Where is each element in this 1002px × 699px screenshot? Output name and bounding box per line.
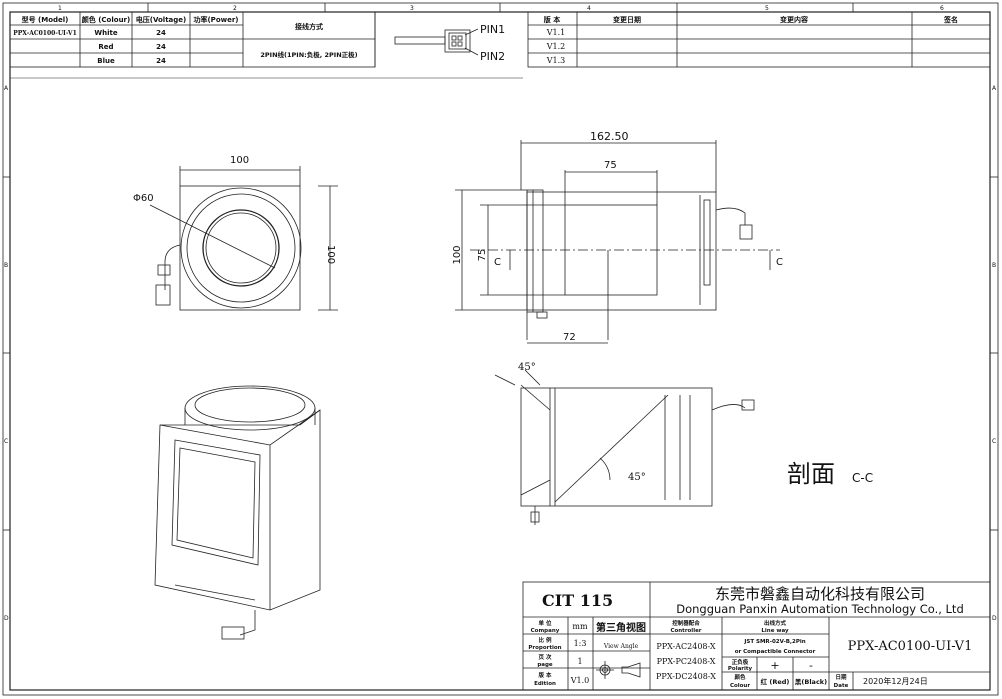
- wiring-text: 2PIN线(1PIN:负极, 2PIN正极): [260, 50, 357, 59]
- company-en: Dongguan Panxin Automation Technology Co…: [676, 602, 964, 616]
- zone-row-d-right: D: [992, 615, 997, 622]
- zone-row-c: C: [4, 438, 8, 445]
- date-label: 日期: [835, 673, 847, 681]
- lineway-label: 出线方式: [764, 619, 787, 627]
- voltage-white: 24: [156, 29, 166, 37]
- dim-side-bottom: 72: [563, 332, 576, 343]
- revision-table: [527, 11, 991, 68]
- controller-1: PPX-AC2408-X: [656, 642, 716, 651]
- page-value: 1: [577, 657, 582, 666]
- colour-red: Red: [98, 43, 113, 51]
- section-mark-right: C: [776, 257, 783, 268]
- controller-2: PPX-PC2408-X: [657, 657, 716, 666]
- zone-ticks: [3, 3, 998, 531]
- edition-label-en: Edition: [534, 681, 556, 687]
- lineway-value-2: or Compactible Connector: [735, 649, 816, 655]
- zone-row-d: D: [4, 615, 9, 622]
- rev-header-sign: 签名: [943, 15, 958, 24]
- polarity-label-en: Polarity: [728, 666, 753, 672]
- view-angle: View Angle: [603, 643, 639, 650]
- zone-col-5: 5: [765, 5, 769, 12]
- header-power: 功率(Power): [193, 15, 238, 24]
- date-value: 2020年12月24日: [863, 676, 928, 686]
- dim-side-inner: 75: [477, 249, 488, 262]
- zone-col-3: 3: [410, 5, 414, 12]
- angle-top: 45°: [518, 362, 536, 373]
- polarity-label: 正负极: [732, 658, 749, 666]
- title-block: [522, 581, 991, 691]
- controller-label-en: Controller: [670, 628, 701, 634]
- scale-label-en: Proportion: [528, 645, 561, 651]
- lineway-label-en: Line way: [761, 628, 789, 634]
- controller-label: 控制器配合: [672, 619, 700, 627]
- zone-row-c-right: C: [992, 438, 996, 445]
- colour-red: 红 (Red): [761, 677, 790, 686]
- colour-blue: Blue: [97, 57, 115, 65]
- date-label-en: Date: [834, 683, 849, 689]
- rev-header-content: 变更内容: [780, 15, 808, 24]
- header-colour: 颜色 (Colour): [82, 15, 130, 24]
- rev-v12: V1.2: [546, 42, 566, 51]
- company-cn: 东莞市磐鑫自动化科技有限公司: [715, 585, 925, 603]
- polarity-minus: -: [809, 659, 813, 672]
- rev-header-date: 变更日期: [613, 15, 641, 24]
- model-cell: PPX-AC0100-UI-V1: [13, 30, 77, 37]
- section-subtitle: C-C: [852, 471, 873, 485]
- angle-mid: 45°: [628, 472, 646, 483]
- unit-label: 单 位: [539, 619, 552, 627]
- page-label-en: page: [537, 662, 553, 668]
- header-wiring: 接线方式: [295, 22, 323, 31]
- dim-front-width: 100: [230, 155, 249, 166]
- header-voltage: 电压(Voltage): [136, 15, 186, 24]
- zone-col-1: 1: [58, 5, 62, 12]
- rev-v13: V1.3: [546, 56, 566, 65]
- scale-value: 1:3: [574, 639, 587, 648]
- title-model: PPX-AC0100-UI-V1: [848, 639, 973, 654]
- pin1-label: PIN1: [480, 23, 505, 36]
- product-name: CIT 115: [542, 591, 613, 610]
- edition-label: 版 本: [538, 671, 552, 679]
- rev-header-version: 版 本: [544, 15, 560, 24]
- zone-row-a-right: A: [992, 85, 997, 92]
- zone-row-b: B: [4, 262, 8, 269]
- page-label: 页 次: [539, 653, 552, 661]
- zone-col-6: 6: [940, 5, 944, 12]
- header-model: 型号 (Model): [22, 15, 69, 24]
- unit-label-en: Company: [531, 628, 560, 634]
- projection-label: 第三角视图: [596, 621, 646, 634]
- side-view: [455, 140, 780, 344]
- colour-label: 颜色: [734, 673, 746, 681]
- front-view: [149, 166, 338, 311]
- section-title: 剖面: [787, 460, 835, 488]
- zone-row-b-right: B: [992, 262, 996, 269]
- colour-white: White: [94, 29, 117, 37]
- dim-side-length: 162.50: [590, 130, 629, 143]
- zone-col-4: 4: [587, 5, 591, 12]
- lineway-value-1: JST SMR-02V-B,2Pin: [743, 639, 805, 645]
- dim-side-height: 100: [452, 245, 463, 264]
- colour-label-en: Colour: [730, 683, 750, 689]
- dim-front-height: 100: [325, 245, 336, 264]
- dim-side-window: 75: [604, 160, 617, 171]
- zone-row-a: A: [4, 85, 9, 92]
- polarity-plus: +: [770, 659, 779, 672]
- rev-v11: V1.1: [546, 28, 566, 37]
- pin2-label: PIN2: [480, 50, 505, 63]
- unit-value: mm: [572, 622, 588, 631]
- controller-3: PPX-DC2408-X: [656, 672, 716, 681]
- isometric-view: [154, 385, 321, 640]
- zone-col-2: 2: [233, 5, 237, 12]
- connector-pin-diagram: [394, 28, 479, 56]
- voltage-blue: 24: [156, 57, 166, 65]
- edition-value: V1.0: [570, 676, 590, 685]
- section-view: [494, 369, 755, 525]
- section-mark-left: C: [494, 257, 501, 268]
- colour-black: 黑(Black): [795, 677, 827, 686]
- spec-table: [9, 11, 523, 79]
- voltage-red: 24: [156, 43, 166, 51]
- dim-diameter: Φ60: [133, 193, 154, 204]
- scale-label: 比 例: [539, 636, 552, 644]
